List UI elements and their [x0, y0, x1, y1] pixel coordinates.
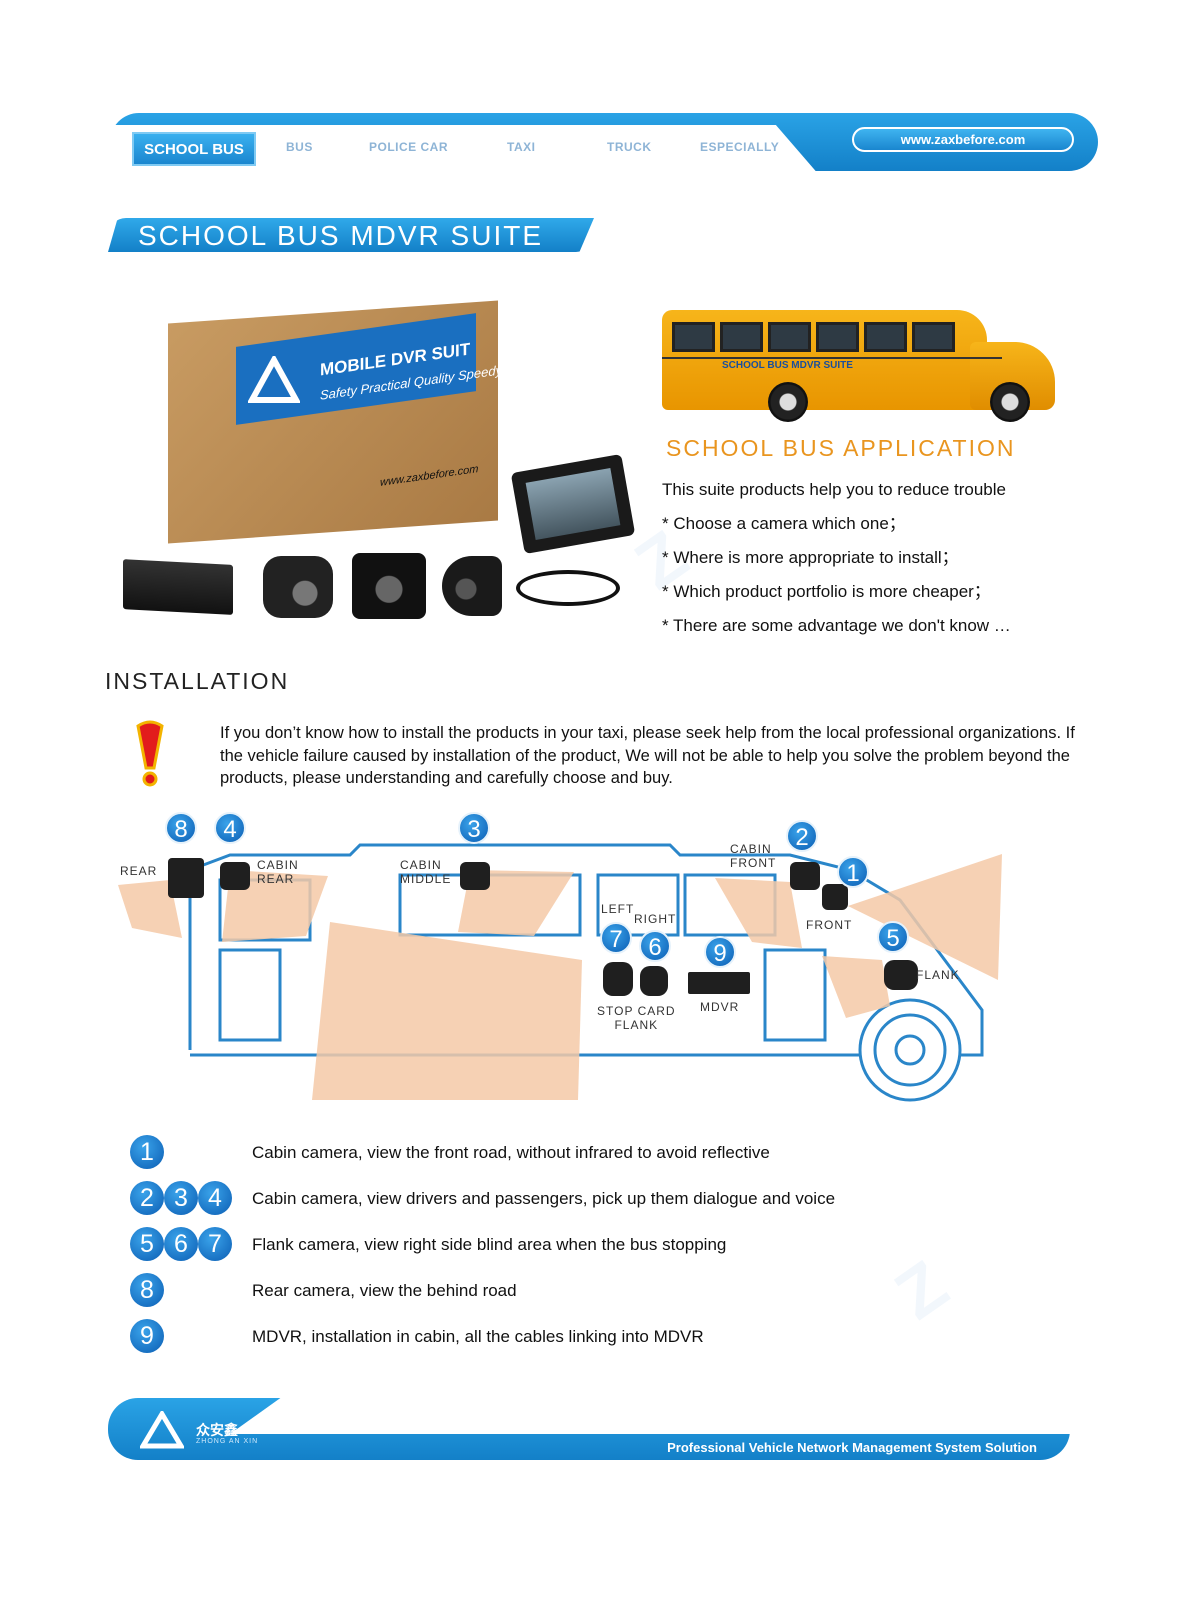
nav-tab-taxi[interactable]: TAXI — [507, 140, 536, 154]
nav-tab-truck[interactable]: TRUCK — [607, 140, 652, 154]
nav-tab-school-bus[interactable]: SCHOOL BUS — [132, 132, 256, 166]
footer-cutout — [230, 1398, 1070, 1434]
label-cabin-middle: CABIN MIDDLE — [400, 858, 452, 886]
diagram-badge: 6 — [639, 930, 671, 962]
title-banner — [108, 218, 594, 252]
diagram-badge: 7 — [600, 922, 632, 954]
label-rear: REAR — [120, 864, 158, 878]
nav-tab-bus[interactable]: BUS — [286, 140, 313, 154]
box-logo-icon — [248, 356, 300, 403]
diagram-badge: 5 — [877, 921, 909, 953]
diagram-badge: 9 — [704, 936, 736, 968]
legend-badge: 8 — [130, 1273, 164, 1307]
bus-stripe — [662, 357, 1002, 359]
mdvr-image — [123, 559, 233, 615]
legend-row: 5 6 7 Flank camera, view right side blin… — [130, 1227, 930, 1263]
diagram-badge: 1 — [837, 856, 869, 888]
label-stop-card-flank: STOP CARD FLANK — [597, 1004, 676, 1032]
diagram-badge: 2 — [786, 820, 818, 852]
bus-window — [672, 322, 715, 352]
diagram-badge: 3 — [458, 812, 490, 844]
installation-diagram: 8 4 3 2 1 5 7 6 9 REAR CABIN REAR CABIN … — [110, 810, 1010, 1110]
rear-camera-image — [352, 553, 426, 619]
bus-window — [912, 322, 955, 352]
legend-row: 9 MDVR, installation in cabin, all the c… — [130, 1319, 930, 1355]
application-line: * Where is more appropriate to install； — [662, 548, 959, 567]
diagram-badge: 4 — [214, 812, 246, 844]
page-title: SCHOOL BUS MDVR SUITE — [138, 220, 544, 251]
legend-badge: 3 — [164, 1181, 198, 1215]
legend-badge: 4 — [198, 1181, 232, 1215]
cabin-camera-image — [263, 556, 333, 618]
legend-badge: 6 — [164, 1227, 198, 1261]
legend-text: MDVR, installation in cabin, all the cab… — [252, 1327, 704, 1346]
installation-title: INSTALLATION — [105, 668, 290, 694]
legend-text: Cabin camera, view the front road, witho… — [252, 1143, 770, 1162]
label-left: LEFT — [601, 902, 635, 916]
application-line: * Which product portfolio is more cheape… — [662, 582, 991, 601]
application-line: * There are some advantage we don't know… — [662, 616, 1011, 635]
brand-logo-icon — [140, 1411, 184, 1449]
bus-wheel — [768, 382, 808, 422]
footer-brand-sub: ZHONG AN XIN — [196, 1438, 259, 1445]
legend-badge: 7 — [198, 1227, 232, 1261]
nav-tab-especially[interactable]: ESPECIALLY — [700, 140, 780, 154]
nav-tab-police-car[interactable]: POLICE CAR — [369, 140, 449, 154]
application-line: * Choose a camera which one； — [662, 514, 906, 533]
bus-sign: SCHOOL BUS MDVR SUITE — [722, 360, 853, 371]
legend-row: 8 Rear camera, view the behind road — [130, 1273, 930, 1309]
legend-text: Flank camera, view right side blind area… — [252, 1235, 727, 1254]
cable-image — [516, 570, 620, 606]
label-cabin-rear: CABIN REAR — [257, 858, 299, 886]
legend-badge: 1 — [130, 1135, 164, 1169]
bus-window — [864, 322, 907, 352]
legend-row: 2 3 4 Cabin camera, view drivers and pas… — [130, 1181, 930, 1217]
bus-wheel — [990, 382, 1030, 422]
legend-text: Rear camera, view the behind road — [252, 1281, 517, 1300]
label-cabin-front: CABIN FRONT — [730, 842, 777, 870]
bus-outline — [118, 843, 1002, 1102]
application-title: SCHOOL BUS APPLICATION — [666, 435, 1016, 461]
legend-row: 1 Cabin camera, view the front road, wit… — [130, 1135, 930, 1171]
bus-window — [768, 322, 811, 352]
legend-badge: 2 — [130, 1181, 164, 1215]
website-link[interactable]: www.zaxbefore.com — [852, 127, 1074, 152]
footer-brand: 众安鑫 — [196, 1422, 238, 1438]
bus-window — [720, 322, 763, 352]
legend-badge: 9 — [130, 1319, 164, 1353]
label-front: FRONT — [806, 918, 853, 932]
application-list: This suite products help you to reduce t… — [662, 480, 1011, 650]
label-flank: FLANK — [916, 968, 960, 982]
installation-warning: If you don’t know how to install the pro… — [220, 724, 1075, 787]
legend-badge: 5 — [130, 1227, 164, 1261]
application-line: This suite products help you to reduce t… — [662, 480, 1006, 499]
warning-icon — [136, 720, 164, 787]
legend-text: Cabin camera, view drivers and passenger… — [252, 1189, 836, 1208]
diagram-badge: 8 — [165, 812, 197, 844]
label-right: RIGHT — [634, 912, 677, 926]
bus-window — [816, 322, 859, 352]
label-mdvr: MDVR — [700, 1000, 740, 1014]
footer-slogan: Professional Vehicle Network Management … — [667, 1440, 1037, 1455]
flank-camera-image — [442, 556, 502, 616]
